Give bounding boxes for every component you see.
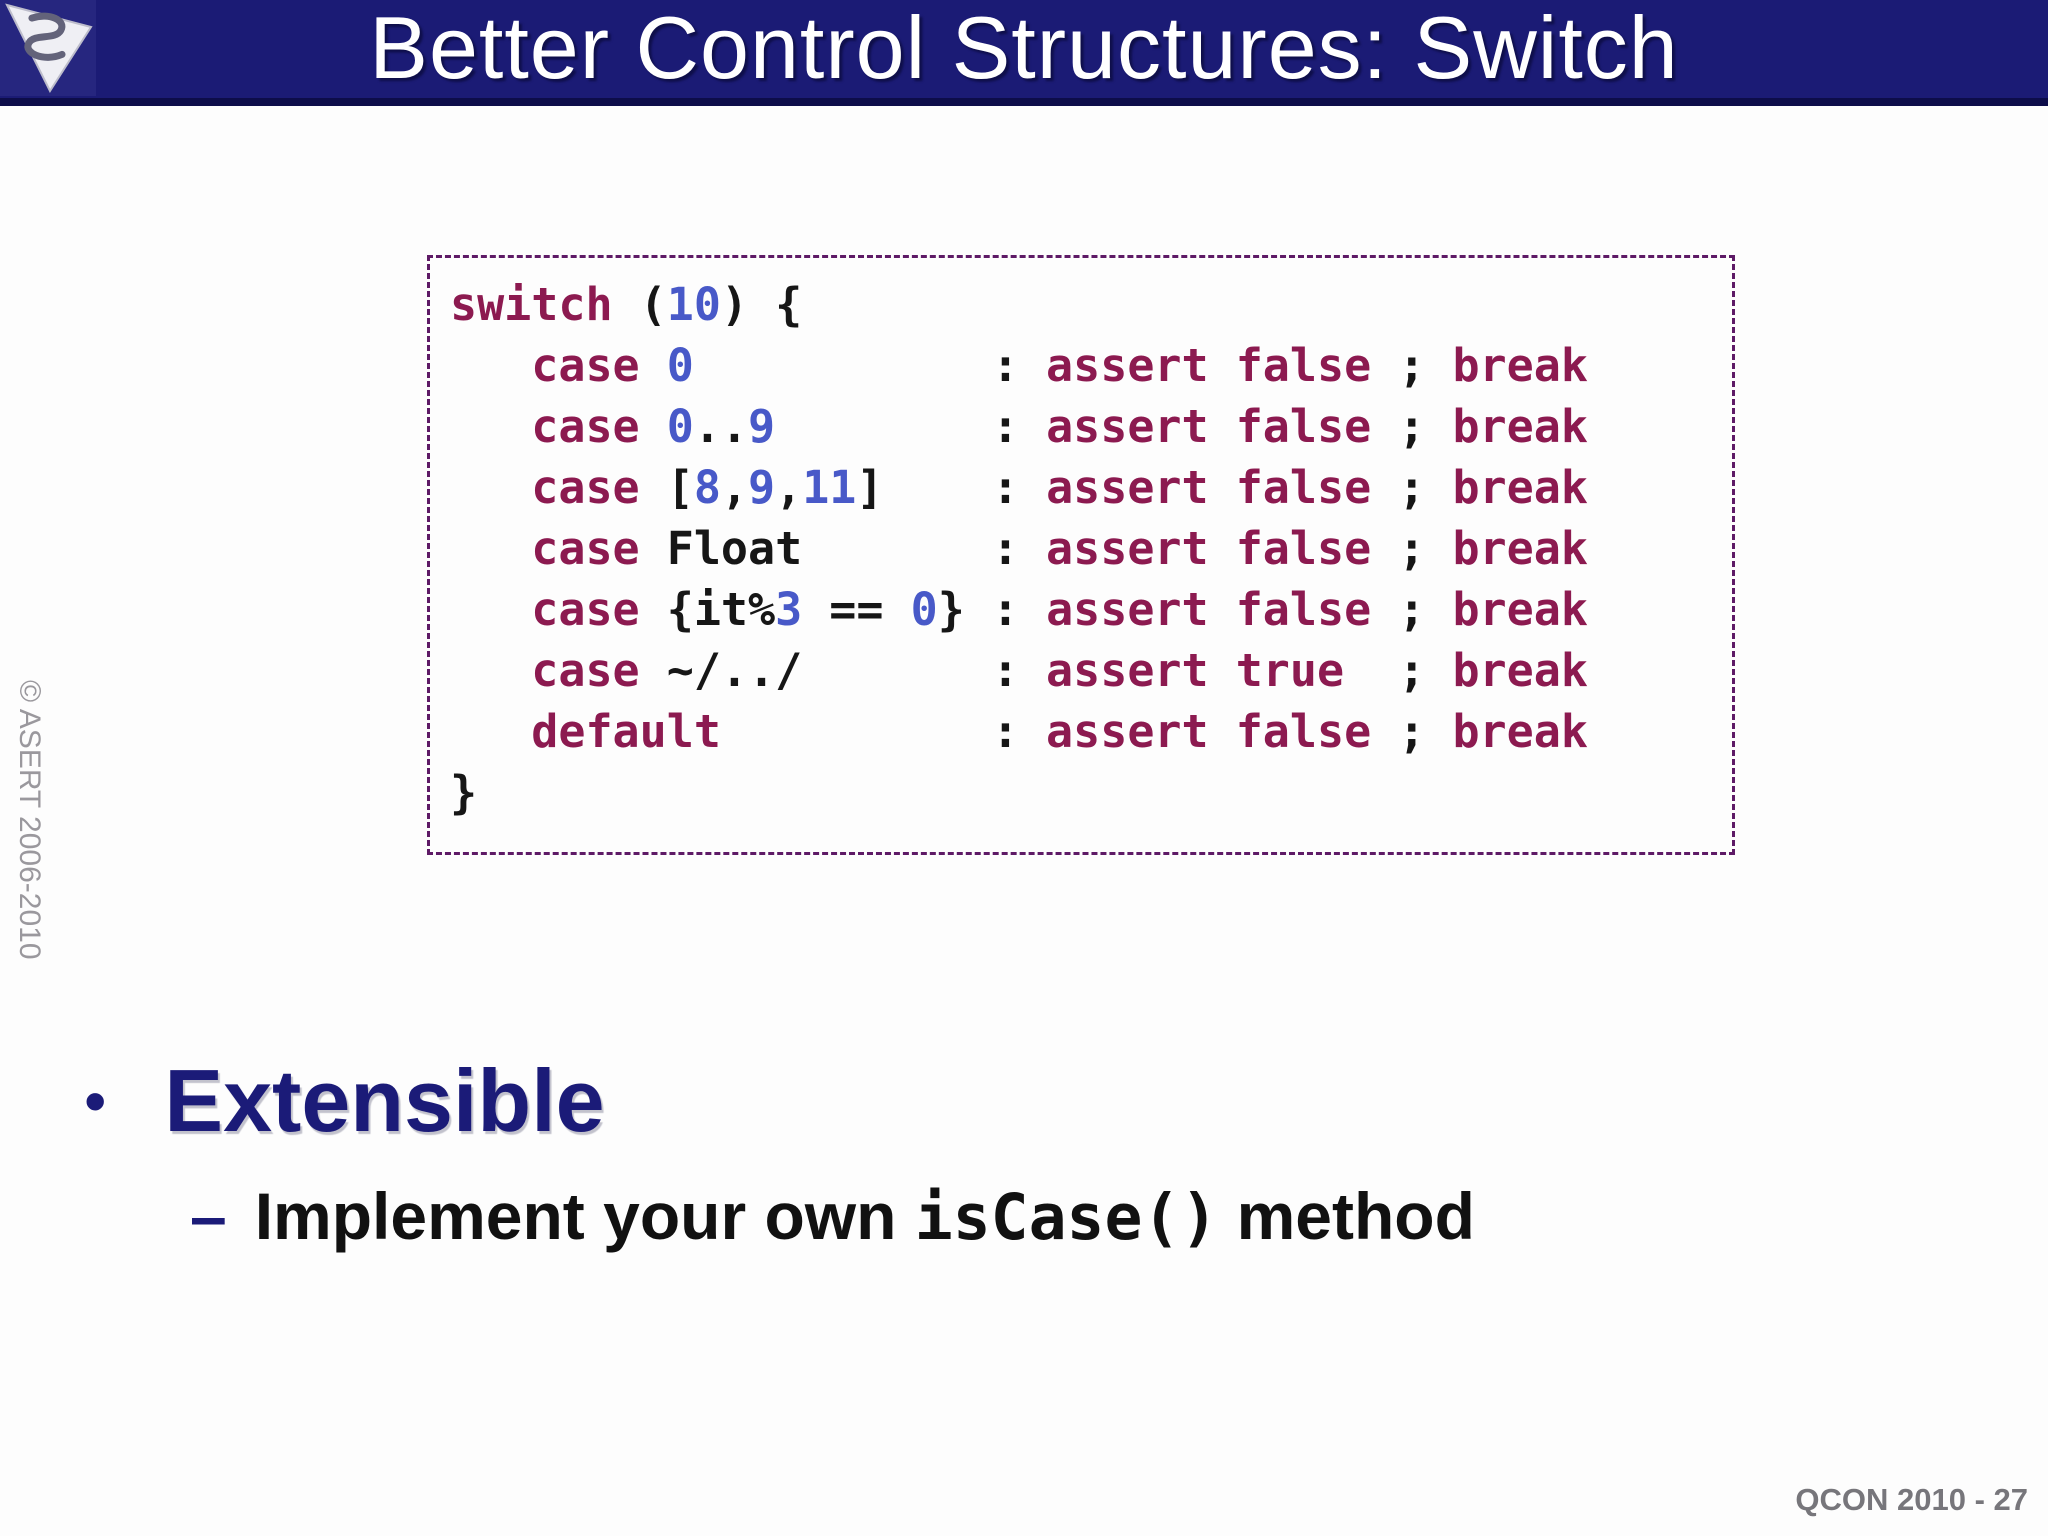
code-line: default : assert false ; break <box>531 705 1588 758</box>
sub-bullet-code: isCase() <box>914 1181 1219 1254</box>
bullet-item: • Extensible <box>84 1056 605 1146</box>
code-line: case [8,9,11] : assert false ; break <box>531 461 1588 514</box>
code-line: case 0..9 : assert false ; break <box>531 400 1588 453</box>
copyright-watermark: © ASERT 2006-2010 <box>13 680 46 960</box>
code-line: case Float : assert false ; break <box>531 522 1588 575</box>
code-line: switch (10) { <box>450 278 803 331</box>
sub-bullet-marker: – <box>190 1179 227 1253</box>
sub-bullet-item: – Implement your own isCase() method <box>190 1178 1475 1258</box>
logo-graphic <box>5 3 93 94</box>
sub-bullet-text-after: method <box>1218 1179 1475 1253</box>
slide-title: Better Control Structures: Switch <box>369 0 1679 97</box>
bullet-marker: • <box>84 1065 107 1137</box>
code-line: } <box>450 766 478 819</box>
sub-bullet-text: Implement your own isCase() method <box>255 1178 1475 1254</box>
page-footer: QCON 2010 - 27 <box>1795 1482 2028 1518</box>
code-line: case 0 : assert false ; break <box>531 339 1588 392</box>
bullet-heading: Extensible <box>164 1051 605 1150</box>
sub-bullet-text-before: Implement your own <box>254 1179 915 1253</box>
code-line: case ~/../ : assert true ; break <box>531 644 1588 697</box>
code-block: switch (10) { case 0 : assert false ; br… <box>427 255 1735 855</box>
code-line: case {it%3 == 0} : assert false ; break <box>531 583 1588 636</box>
header-bar: Better Control Structures: Switch <box>0 0 2048 106</box>
footer-label: QCON 2010 - 27 <box>1795 1482 2028 1517</box>
asert-triangle-logo-icon <box>0 0 96 96</box>
